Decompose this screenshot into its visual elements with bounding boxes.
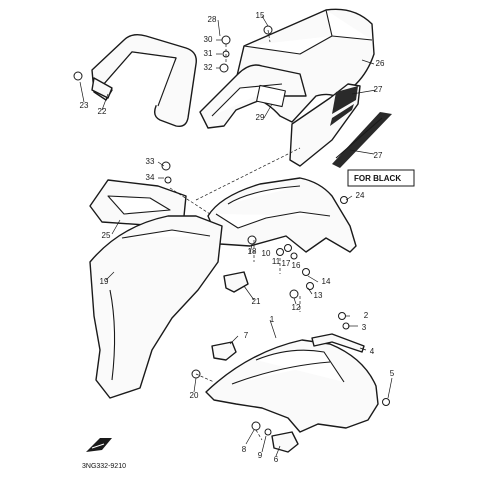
bracket-7 <box>211 341 237 361</box>
callout-12: 12 <box>292 303 301 312</box>
callout-27-b: 27 <box>374 151 383 160</box>
fasteners <box>73 25 390 436</box>
callout-18: 18 <box>248 247 257 256</box>
assembly-lines <box>169 29 301 441</box>
callout-13: 13 <box>314 291 323 300</box>
callout-16: 16 <box>292 261 301 270</box>
front-fender <box>205 339 379 433</box>
callout-5: 5 <box>390 369 395 378</box>
callout-3: 3 <box>362 323 367 332</box>
diagram-code: 3NG332-9210 <box>82 463 126 470</box>
callout-8: 8 <box>242 445 247 454</box>
callout-27-a: 27 <box>374 85 383 94</box>
callout-1: 1 <box>270 315 275 324</box>
callout-6: 6 <box>274 455 279 464</box>
callout-23: 23 <box>80 101 89 110</box>
callout-25: 25 <box>102 231 111 240</box>
callout-32: 32 <box>204 63 213 72</box>
for-black-note: FOR BLACK <box>354 174 401 183</box>
callout-20: 20 <box>190 391 199 400</box>
callout-26: 26 <box>376 59 385 68</box>
callout-11: 11 <box>272 257 281 266</box>
callout-28: 28 <box>208 15 217 24</box>
leader-lines <box>79 15 393 457</box>
inner-rear-fender <box>207 177 357 253</box>
bracket-6 <box>271 431 299 453</box>
callout-4: 4 <box>370 347 375 356</box>
callout-21: 21 <box>252 297 261 306</box>
callout-22: 22 <box>98 107 107 116</box>
callout-9: 9 <box>258 451 263 460</box>
bracket-21 <box>223 271 249 293</box>
callout-31: 31 <box>204 49 213 58</box>
callout-34: 34 <box>146 173 155 182</box>
callout-29: 29 <box>256 113 265 122</box>
brake-hose-holder <box>311 333 365 353</box>
callout-24: 24 <box>356 191 365 200</box>
emblem-plate <box>256 84 286 108</box>
for-black-stripe <box>332 112 392 168</box>
callout-17: 17 <box>282 259 291 268</box>
callout-33: 33 <box>146 157 155 166</box>
callout-19: 19 <box>100 277 109 286</box>
side-panel <box>289 83 361 167</box>
callout-30: 30 <box>204 35 213 44</box>
callout-15: 15 <box>256 11 265 20</box>
rear-fender <box>89 215 223 399</box>
callout-7: 7 <box>244 331 249 340</box>
grab-rail <box>91 33 197 128</box>
front-arrow-icon <box>86 438 112 452</box>
callout-14: 14 <box>322 277 331 286</box>
for-black-box <box>347 169 415 187</box>
tail-light-bracket <box>89 179 187 227</box>
callout-10: 10 <box>262 249 271 258</box>
callout-2: 2 <box>364 311 369 320</box>
